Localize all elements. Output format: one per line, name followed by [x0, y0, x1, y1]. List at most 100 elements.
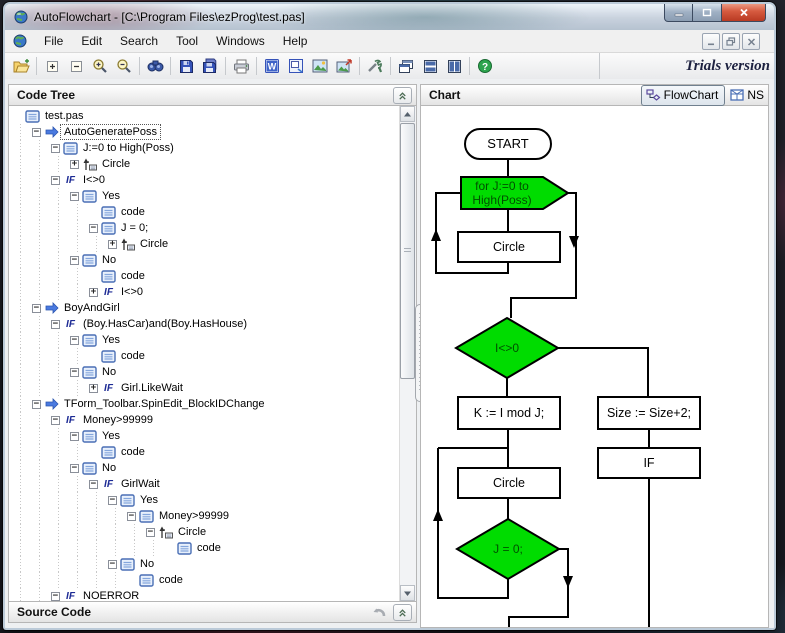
collapse-minus-icon[interactable]: − [51, 142, 60, 153]
menu-item-file[interactable]: File [44, 34, 64, 48]
help-button[interactable]: ? [473, 55, 497, 77]
tree-expander[interactable]: − [68, 460, 81, 476]
tree-expander[interactable]: − [30, 300, 43, 316]
flowchart-view-button[interactable]: FlowChart [640, 84, 726, 106]
flowchart-process-circle-2[interactable]: Circle [457, 467, 561, 499]
collapse-minus-icon[interactable]: − [108, 558, 117, 569]
menu-item-windows[interactable]: Windows [216, 34, 265, 48]
print-button[interactable] [229, 55, 253, 77]
collapse-minus-icon[interactable]: − [70, 430, 79, 441]
tree-expander[interactable]: − [49, 412, 62, 428]
tree-item[interactable]: test.pas [11, 108, 399, 124]
scroll-up-button[interactable] [400, 106, 415, 122]
expand-plus-icon[interactable]: + [70, 158, 79, 169]
expand-plus-icon[interactable]: + [89, 382, 98, 393]
tree-item[interactable]: −Yes [11, 188, 399, 204]
export-image-as-button[interactable] [332, 55, 356, 77]
collapse-minus-icon[interactable]: − [70, 334, 79, 345]
scroll-down-button[interactable] [400, 585, 415, 601]
collapse-minus-icon[interactable]: − [108, 494, 117, 505]
collapse-minus-icon[interactable]: − [51, 174, 60, 185]
tree-item[interactable]: −No [11, 252, 399, 268]
menu-item-search[interactable]: Search [120, 34, 159, 48]
tree-expander[interactable]: + [106, 236, 119, 252]
tree-expander[interactable]: + [87, 380, 100, 396]
tree-item[interactable]: −J = 0; [11, 220, 399, 236]
tree-item[interactable]: −Money>99999 [11, 508, 399, 524]
tree-expander[interactable]: + [68, 156, 81, 172]
tree-item[interactable]: −No [11, 556, 399, 572]
open-folder-button[interactable] [9, 55, 33, 77]
tree-expander[interactable]: − [106, 492, 119, 508]
tree-expander[interactable]: − [49, 316, 62, 332]
tree-expander[interactable]: − [106, 556, 119, 572]
tree-item[interactable]: −No [11, 460, 399, 476]
cascade-windows-button[interactable] [394, 55, 418, 77]
settings-button[interactable] [363, 55, 387, 77]
tree-scrollbar[interactable] [399, 106, 416, 601]
tree-item[interactable]: −Yes [11, 492, 399, 508]
tree-item[interactable]: −IF(Boy.HasCar)and(Boy.HasHouse) [11, 316, 399, 332]
close-button[interactable] [721, 4, 766, 22]
collapse-minus-icon[interactable]: − [146, 526, 155, 537]
tree-expander[interactable]: − [49, 172, 62, 188]
tree-item[interactable]: code [11, 540, 399, 556]
expand-plus-icon[interactable]: + [108, 238, 117, 249]
tree-item[interactable]: −BoyAndGirl [11, 300, 399, 316]
tree-expander[interactable]: − [144, 524, 157, 540]
tree-expander[interactable]: − [125, 508, 138, 524]
tree-expander[interactable]: − [30, 124, 43, 140]
flowchart-for-loop-node[interactable]: for J:=0 to High(Poss) [460, 176, 570, 210]
zoom-in-button[interactable] [88, 55, 112, 77]
collapse-minus-icon[interactable]: − [32, 302, 41, 313]
tree-item[interactable]: +Circle [11, 236, 399, 252]
collapse-minus-icon[interactable]: − [32, 398, 41, 409]
menu-item-help[interactable]: Help [282, 34, 308, 48]
tile-vertical-button[interactable] [442, 55, 466, 77]
tree-item[interactable]: code [11, 204, 399, 220]
tree-expander[interactable]: + [87, 284, 100, 300]
tile-horizontal-button[interactable] [418, 55, 442, 77]
tree-expander[interactable]: − [87, 476, 100, 492]
tree-item[interactable]: code [11, 572, 399, 588]
tree-expander[interactable]: − [68, 332, 81, 348]
mdi-close-button[interactable] [742, 33, 760, 50]
find-button[interactable] [143, 55, 167, 77]
tree-item[interactable]: code [11, 268, 399, 284]
collapse-minus-icon[interactable]: − [127, 510, 136, 521]
tree-expander[interactable]: − [49, 140, 62, 156]
export-image-button[interactable] [308, 55, 332, 77]
minimize-button[interactable] [664, 4, 693, 22]
flowchart-decision-j-node[interactable]: J = 0; [455, 517, 561, 581]
collapse-source-button[interactable] [393, 603, 412, 621]
flowchart-process-if-node[interactable]: IF [597, 447, 701, 479]
tree-item[interactable]: −AutoGeneratePoss [11, 124, 399, 140]
collapse-minus-icon[interactable]: − [51, 414, 60, 425]
collapse-minus-icon[interactable]: − [51, 318, 60, 329]
mdi-restore-button[interactable] [722, 33, 740, 50]
flowchart-process-circle-1[interactable]: Circle [457, 231, 561, 263]
collapse-minus-icon[interactable]: − [89, 222, 98, 233]
collapse-minus-icon[interactable]: − [89, 478, 98, 489]
collapse-minus-icon[interactable]: − [70, 190, 79, 201]
flowchart-process-size-assign-node[interactable]: Size := Size+2; [597, 396, 701, 430]
collapse-all-button[interactable] [64, 55, 88, 77]
tree-expander[interactable]: − [68, 428, 81, 444]
save-button[interactable] [174, 55, 198, 77]
collapse-panel-button[interactable] [393, 86, 412, 104]
scrollbar-thumb[interactable] [400, 123, 415, 379]
mdi-minimize-button[interactable] [702, 33, 720, 50]
tree-expander[interactable]: − [68, 188, 81, 204]
collapse-minus-icon[interactable]: − [70, 254, 79, 265]
collapse-minus-icon[interactable]: − [51, 590, 60, 601]
flowchart-process-k-assign-node[interactable]: K := I mod J; [457, 396, 561, 430]
collapse-minus-icon[interactable]: − [70, 366, 79, 377]
menu-item-edit[interactable]: Edit [81, 34, 103, 48]
flowchart-start-node[interactable]: START [464, 128, 552, 160]
tree-expander[interactable]: − [49, 588, 62, 601]
